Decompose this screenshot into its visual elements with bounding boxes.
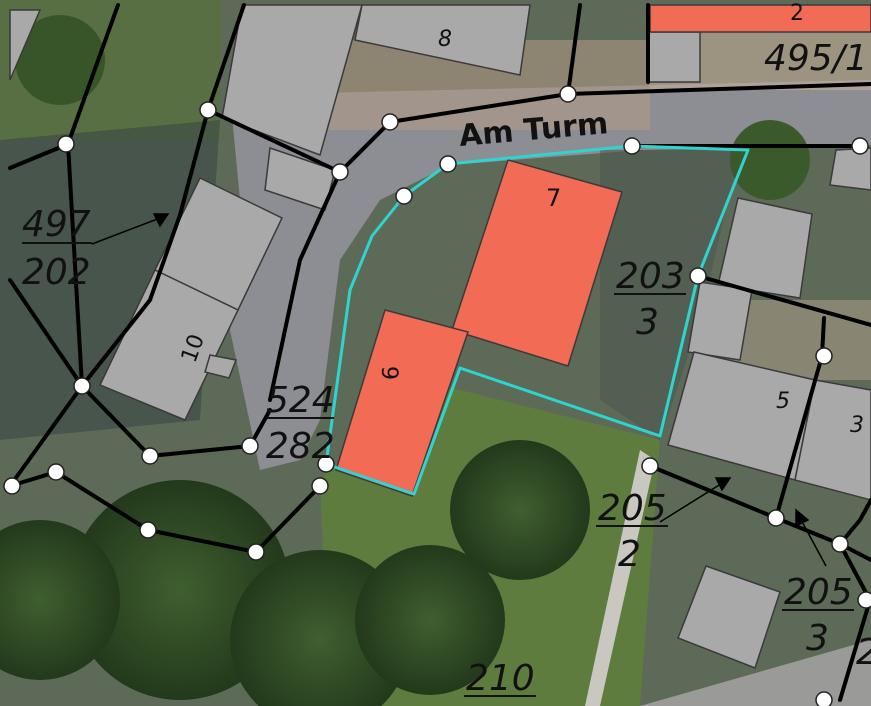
building-9[interactable]	[335, 309, 469, 497]
boundary-point[interactable]	[199, 101, 217, 119]
boundary-point[interactable]	[815, 347, 833, 365]
highlighted-buildings	[335, 4, 871, 497]
building	[829, 147, 871, 191]
parcel-number-524: 524	[266, 380, 335, 421]
boundary-point[interactable]	[73, 377, 91, 395]
boundary-point[interactable]	[689, 267, 707, 285]
tree-canopy	[355, 545, 505, 695]
parcel-number-497: 497	[22, 204, 91, 245]
boundary-point[interactable]	[857, 591, 871, 609]
building-2[interactable]	[649, 4, 871, 33]
boundary-point[interactable]	[439, 155, 457, 173]
reference-arrows	[91, 213, 827, 567]
boundary-point[interactable]	[57, 135, 75, 153]
boundary-points	[3, 85, 871, 706]
building	[9, 9, 42, 81]
boundary-point[interactable]	[3, 477, 21, 495]
building	[677, 565, 781, 669]
boundary-point[interactable]	[317, 455, 335, 473]
arrow-head	[795, 508, 810, 528]
boundary-point[interactable]	[47, 463, 65, 481]
building	[264, 146, 336, 211]
building-10	[98, 268, 240, 421]
arrow-205-3	[799, 517, 827, 567]
tree-canopy	[15, 15, 105, 105]
boundary-point[interactable]	[623, 137, 641, 155]
boundary-point[interactable]	[831, 535, 849, 553]
parcel-number-210: 210	[466, 658, 535, 699]
boundary-point[interactable]	[815, 691, 833, 706]
building	[221, 4, 363, 156]
house-number-7: 7	[546, 184, 561, 212]
parcel-line	[838, 498, 871, 546]
tree-canopy	[0, 520, 120, 680]
house-number-3: 3	[850, 413, 864, 438]
parcel-line	[648, 464, 871, 562]
parcel-line	[268, 170, 342, 402]
paved-area	[640, 640, 871, 706]
building-annex	[204, 354, 238, 379]
boundary-point[interactable]	[247, 543, 265, 561]
boundary-point[interactable]	[767, 509, 785, 527]
house-number-5: 5	[776, 389, 790, 414]
parcel-line	[80, 384, 272, 458]
parcel-lines	[8, 3, 871, 702]
house-number-2: 2	[790, 1, 804, 26]
parcel-numbers: 495/1 497 202 524 282 203 3 205 2 205 3 …	[22, 38, 871, 699]
building-8	[354, 4, 531, 76]
building-7[interactable]	[451, 159, 623, 367]
boundary-point[interactable]	[331, 163, 349, 181]
parcel-line	[80, 3, 246, 388]
arrow-head	[152, 213, 170, 228]
boundary-point[interactable]	[141, 447, 159, 465]
boundary-point[interactable]	[641, 457, 659, 475]
building	[647, 31, 701, 83]
footpath	[585, 450, 655, 706]
parcel-number-205: 205	[598, 488, 667, 529]
house-number-8: 8	[438, 27, 452, 52]
parcel-denominator-3-right: 3	[806, 618, 829, 659]
boundary-point[interactable]	[395, 187, 413, 205]
road-surface	[230, 80, 871, 470]
house-number-9: 9	[376, 366, 401, 380]
parcel-number-2-edge: 2	[856, 632, 871, 673]
existing-buildings	[9, 4, 871, 669]
building	[717, 197, 813, 299]
tree-canopy	[730, 120, 810, 200]
tree-canopy	[450, 440, 590, 580]
arrow-head	[714, 477, 732, 492]
boundary-point[interactable]	[559, 85, 577, 103]
boundary-point[interactable]	[381, 113, 399, 131]
parcel-line	[566, 3, 582, 96]
parcel-line	[696, 274, 871, 327]
parcel-denominator-282: 282	[266, 426, 335, 467]
parcel-denominator-202: 202	[22, 252, 91, 293]
boundary-point[interactable]	[311, 477, 329, 495]
parcel-denominator-2: 2	[618, 534, 641, 575]
building	[687, 281, 753, 361]
boundary-point[interactable]	[851, 137, 869, 155]
building-3	[794, 379, 871, 501]
arrow-497	[91, 217, 161, 245]
parcel-number-203: 203	[616, 256, 685, 297]
parcel-line	[66, 142, 84, 388]
parcel-number-205-right: 205	[784, 572, 853, 613]
boundary-point[interactable]	[139, 521, 157, 539]
arrow-205-2	[659, 481, 725, 523]
parcel-denominator-3: 3	[636, 302, 659, 343]
selected-parcel-outline[interactable]	[324, 144, 750, 496]
parcel-number-495-1: 495/1	[764, 38, 868, 79]
boundary-point[interactable]	[241, 437, 259, 455]
